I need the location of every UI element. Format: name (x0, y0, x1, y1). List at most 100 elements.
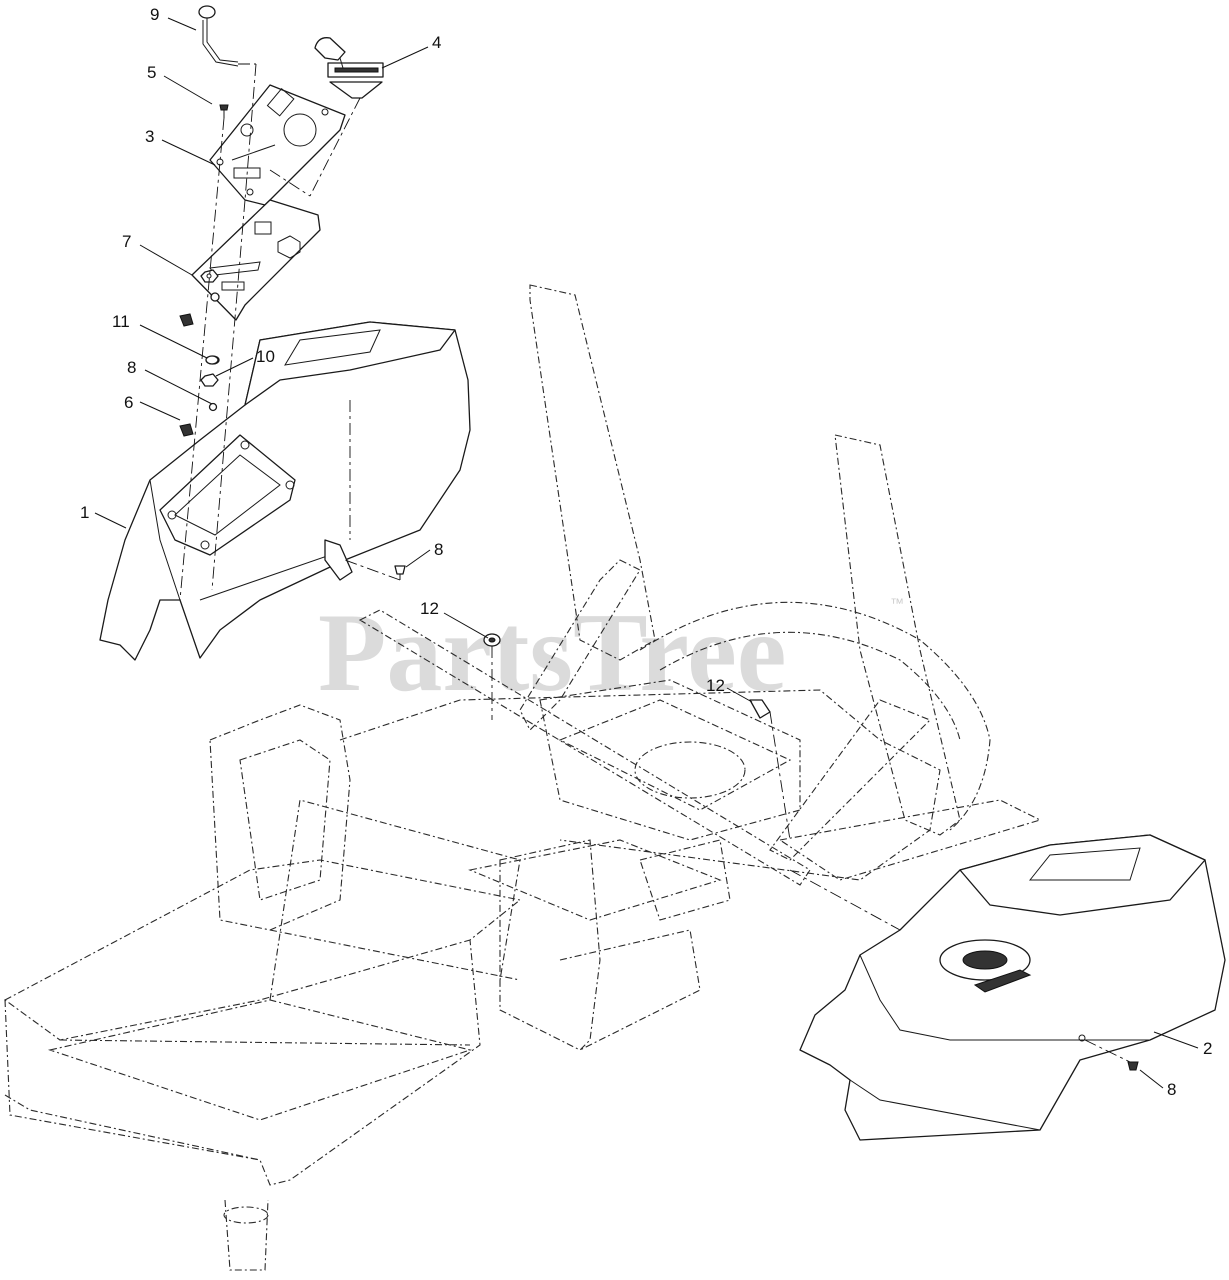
frame-rear-arc-inner (659, 631, 961, 741)
callout-2: 2 (1203, 1039, 1212, 1058)
control-panel-hole-c (246, 188, 254, 196)
leader-10 (215, 357, 254, 377)
screw-on-console (208, 402, 218, 412)
clip-nut[interactable] (179, 313, 194, 327)
throttle-slot (334, 67, 379, 73)
right-console-screw-hole (1078, 1034, 1086, 1042)
left-console-screw-hole-d (200, 540, 210, 550)
left-console-part-1[interactable] (99, 321, 471, 661)
callout-8-bottom: 8 (1167, 1080, 1176, 1099)
clip-on-console (179, 423, 194, 437)
assembly-line-screw8c (1084, 1039, 1131, 1063)
control-panel-hour-meter (233, 167, 261, 179)
left-console-top-surface (244, 321, 456, 406)
leader-8b (405, 549, 431, 568)
console1-fasteners (179, 355, 219, 437)
right-console-cup-hole (962, 950, 1008, 970)
screw-8a-head[interactable] (210, 292, 220, 302)
leader-1 (94, 512, 127, 529)
screw-part-8-b[interactable] (394, 565, 406, 580)
nut-on-console (200, 373, 219, 387)
grommet-12a-hole (488, 637, 496, 643)
screw-part-8-a[interactable] (210, 292, 220, 302)
callout-leaders (94, 17, 1199, 1089)
clip-nut-part-6[interactable] (179, 313, 194, 327)
leader-6 (139, 401, 181, 421)
frame-center-tube (468, 839, 722, 921)
assembly-line-screw5 (179, 117, 225, 601)
frame-cross-tube (339, 689, 941, 881)
frame-rear-arc (639, 601, 991, 831)
grommet-part-12-a[interactable] (483, 633, 501, 647)
leader-5 (163, 75, 213, 105)
left-console-rear-tab (324, 539, 353, 581)
callout-labels: 9 4 5 3 7 11 10 8 6 1 8 12 12 2 8 (80, 5, 1212, 1099)
frame-front-lip (4, 1094, 261, 1161)
decal-ignition-area (277, 235, 301, 259)
throttle-lever-handle[interactable] (314, 37, 346, 61)
leader-9 (167, 17, 197, 31)
screw-8c-head[interactable] (1127, 1061, 1139, 1071)
nut-part-10[interactable] (200, 269, 219, 283)
frame-rear-plate (539, 679, 801, 841)
nut-10-bore (206, 273, 212, 279)
left-upright (529, 284, 656, 661)
right-console-top-opening (1028, 847, 1141, 881)
frame-inner-floor (47, 999, 472, 1121)
control-panel-gauge-window (266, 87, 295, 117)
frame-side-member (269, 799, 521, 1001)
screw-part-8-c[interactable] (1127, 1061, 1139, 1071)
control-panel-plate[interactable] (209, 84, 346, 206)
decal-part-7[interactable] (191, 199, 321, 321)
frame-leg-post (224, 1199, 269, 1271)
leader-12b (726, 687, 753, 703)
choke-cable-sheath (202, 20, 239, 67)
throttle-control-part-4[interactable] (314, 37, 384, 99)
left-console-top-opening (284, 329, 381, 366)
rops-uprights (358, 284, 961, 886)
left-console-side-crease (149, 479, 181, 601)
left-console-screw-hole-b (285, 480, 295, 490)
decal-hour-area (221, 281, 245, 291)
watermark-trademark: ™ (890, 595, 904, 611)
washer-on-console (205, 355, 219, 365)
callout-12-left: 12 (420, 599, 439, 618)
callout-11: 11 (112, 312, 130, 331)
frame-front-beam (4, 939, 481, 1186)
right-console-part-2[interactable] (799, 834, 1226, 1141)
screw-8b-head[interactable] (394, 565, 406, 575)
callout-10: 10 (256, 347, 275, 366)
leader-4 (381, 46, 429, 69)
screw-part-5[interactable] (219, 104, 229, 118)
frame-leg-post-top (223, 1206, 269, 1224)
callout-7: 7 (122, 232, 131, 251)
choke-knob[interactable] (198, 5, 216, 19)
throttle-boot (329, 81, 383, 99)
right-upright-strut (769, 699, 931, 861)
frame-control-bracket (559, 929, 701, 1051)
control-panel-throttle-slot (231, 144, 276, 161)
assembly-line-throttle (309, 97, 361, 197)
callout-8-middle: 8 (434, 540, 443, 559)
leader-7 (139, 244, 193, 276)
leader-3 (161, 139, 216, 166)
frame-engine-deck (558, 699, 792, 811)
screw-head[interactable] (219, 104, 229, 111)
leader-8c (1139, 1069, 1164, 1089)
frame-left-rail (3, 859, 522, 1041)
callout-8-top: 8 (127, 358, 136, 377)
callout-3: 3 (145, 127, 154, 146)
decal-gauge-area (254, 221, 272, 235)
left-console-dash-recess (159, 434, 296, 556)
choke-cable-part-9[interactable] (198, 5, 239, 67)
nut-10[interactable] (200, 269, 219, 283)
assembly-line-screw8b (344, 559, 401, 581)
frame-floor-edge (59, 1039, 471, 1046)
leader-12a (443, 612, 489, 639)
callout-9: 9 (150, 5, 159, 24)
left-console-screw-hole-c (167, 510, 177, 520)
frame-deck-opening (634, 741, 746, 799)
callout-6: 6 (124, 393, 133, 412)
control-panel-part-3[interactable] (209, 84, 346, 206)
